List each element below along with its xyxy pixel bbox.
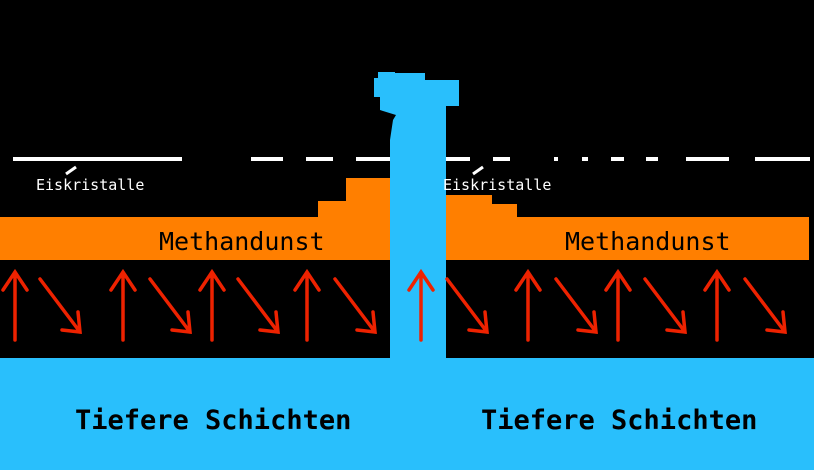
down-right-arrow-icon [743, 277, 787, 334]
down-right-arrow-icon [643, 277, 687, 334]
down-right-arrow-icon [333, 277, 377, 334]
down-right-arrow-icon [236, 277, 280, 334]
methane-label-left: Methandunst [159, 227, 325, 256]
deep-layers-label-left: Tiefere Schichten [75, 405, 352, 436]
up-arrow-icon [293, 268, 321, 342]
ice-crystals-label-right: Eiskristalle [443, 176, 552, 194]
ice-crystal-marks [65, 165, 484, 176]
down-right-arrow-icon [445, 277, 489, 334]
up-arrow-icon [1, 268, 29, 342]
methane-label-right: Methandunst [565, 227, 731, 256]
deep-layers-label-right: Tiefere Schichten [481, 405, 758, 436]
up-arrow-icon [109, 268, 137, 342]
up-arrow-icon [604, 268, 632, 342]
down-right-arrow-icon [148, 277, 192, 334]
down-right-arrow-icon [38, 277, 82, 334]
ice-plume-column [374, 72, 459, 360]
up-arrow-icon [703, 268, 731, 342]
cloud-top-dashed-line [13, 157, 810, 161]
down-right-arrow-icon [554, 277, 598, 334]
convection-arrows [1, 268, 787, 342]
up-arrow-icon [198, 268, 226, 342]
up-arrow-icon [514, 268, 542, 342]
ice-crystals-label-left: Eiskristalle [36, 176, 145, 194]
up-arrow-icon [407, 268, 435, 342]
deep-layers [0, 358, 814, 470]
